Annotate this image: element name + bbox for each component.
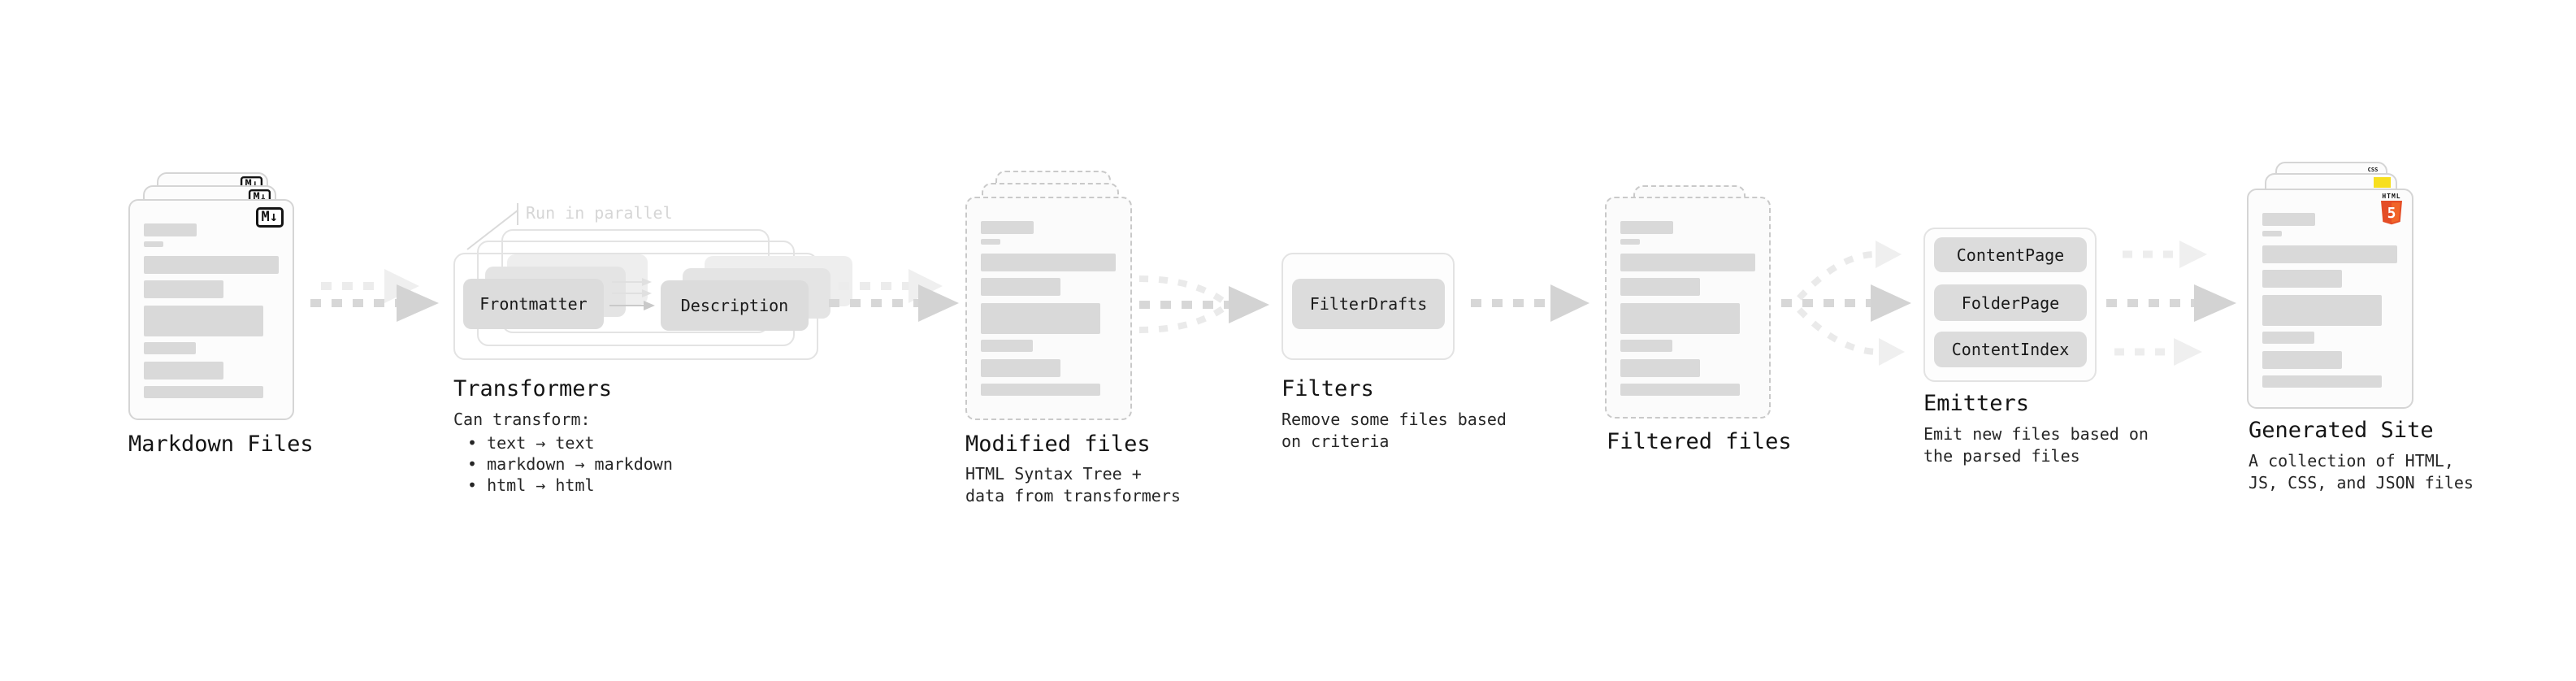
- text-placeholder-bar: [981, 254, 1116, 271]
- text-placeholder-bar: [1620, 221, 1673, 234]
- text-placeholder-bar: [1620, 384, 1740, 396]
- file-card: [1605, 197, 1771, 419]
- text-placeholder-bar: [981, 303, 1100, 334]
- filterdrafts-pill: FilterDrafts: [1292, 279, 1445, 329]
- text-placeholder-bar: [2262, 351, 2342, 369]
- html5-icon: HTML 5: [2379, 193, 2404, 225]
- text-placeholder-bar: [2262, 231, 2282, 236]
- text-placeholder-bar: [144, 386, 263, 398]
- stage-title: Modified files: [965, 432, 1151, 457]
- text-placeholder-bar: [1620, 278, 1700, 296]
- text-placeholder-bar: [981, 340, 1033, 352]
- markdown-icon: M↓: [255, 207, 284, 228]
- stage-title: Filtered files: [1607, 429, 1792, 454]
- stage-desc-heading: Can transform:: [453, 410, 591, 429]
- stage-desc: Emit new files based on the parsed files: [1923, 424, 2149, 466]
- arrow-filtered-to-emitters: [1781, 241, 1911, 366]
- stage-desc: A collection of HTML, JS, CSS, and JSON …: [2249, 451, 2474, 492]
- arrow-filters-to-filtered: [1471, 284, 1589, 322]
- contentindex-pill: ContentIndex: [1934, 332, 2087, 367]
- arrow-markdown-to-transformers: [310, 269, 439, 322]
- text-placeholder-bar: [144, 342, 196, 354]
- html5-shield: 5: [2381, 201, 2402, 225]
- text-placeholder-bar: [144, 241, 163, 247]
- stage-title: Emitters: [1923, 391, 2030, 416]
- arrow-emitters-to-site: [2106, 241, 2236, 366]
- file-card: M↓: [128, 199, 294, 420]
- text-placeholder-bar: [1620, 239, 1640, 245]
- transform-bullet-list: • text → text • markdown → markdown • ht…: [467, 432, 673, 496]
- stage-desc: Remove some files based on criteria: [1281, 410, 1507, 451]
- bullet-item: • html → html: [467, 475, 595, 495]
- text-placeholder-bar: [144, 362, 223, 380]
- file-card: [965, 197, 1132, 420]
- text-placeholder-bar: [2262, 213, 2315, 226]
- text-placeholder-bar: [2262, 332, 2314, 344]
- stage-title: Transformers: [453, 376, 613, 401]
- text-placeholder-bar: [1620, 254, 1755, 271]
- frontmatter-pill: Frontmatter: [463, 279, 604, 329]
- text-placeholder-bar: [981, 221, 1034, 234]
- bullet-item: • markdown → markdown: [467, 454, 673, 474]
- text-placeholder-bar: [144, 223, 197, 236]
- text-placeholder-bar: [1620, 359, 1700, 377]
- js-icon: [2374, 177, 2391, 188]
- contentpage-pill: ContentPage: [1934, 237, 2087, 272]
- text-placeholder-bar: [144, 256, 279, 274]
- html5-label: HTML: [2382, 193, 2401, 200]
- svg-text:5: 5: [2387, 205, 2396, 222]
- text-placeholder-bar: [144, 280, 223, 298]
- description-pill: Description: [661, 280, 809, 331]
- text-placeholder-bar: [144, 306, 263, 336]
- stage-title: Markdown Files: [128, 432, 314, 457]
- stage-title: Filters: [1281, 376, 1374, 401]
- text-placeholder-bar: [1620, 303, 1740, 334]
- run-in-parallel-note: Run in parallel: [526, 203, 673, 223]
- text-placeholder-bar: [981, 278, 1060, 296]
- file-card: HTML 5: [2247, 189, 2413, 409]
- bullet-item: • text → text: [467, 433, 595, 453]
- text-placeholder-bar: [2262, 245, 2397, 263]
- arrow-modified-to-filters: [1138, 275, 1269, 333]
- folderpage-pill: FolderPage: [1934, 284, 2087, 321]
- text-placeholder-bar: [2262, 295, 2382, 326]
- stage-title: Generated Site: [2249, 418, 2434, 443]
- text-placeholder-bar: [2262, 375, 2382, 388]
- stage-desc: HTML Syntax Tree + data from transformer…: [965, 464, 1181, 505]
- text-placeholder-bar: [1620, 340, 1672, 352]
- text-placeholder-bar: [2262, 270, 2342, 288]
- text-placeholder-bar: [981, 384, 1100, 396]
- text-placeholder-bar: [981, 359, 1060, 377]
- text-placeholder-bar: [981, 239, 1000, 245]
